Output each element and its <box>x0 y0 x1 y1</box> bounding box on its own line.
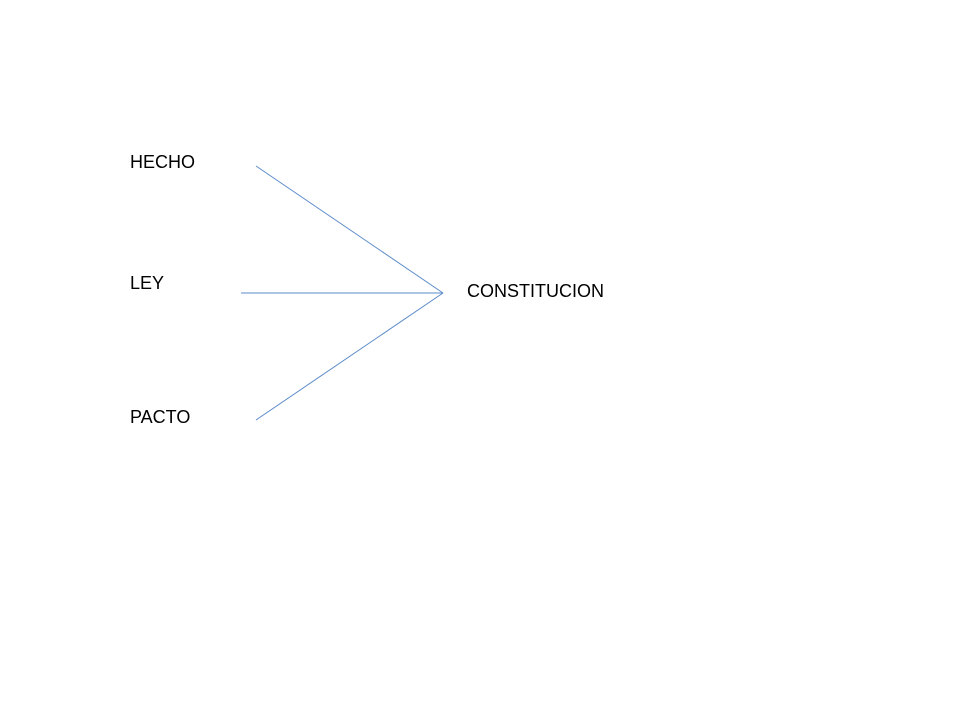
target-label-constitucion: CONSTITUCION <box>467 281 604 301</box>
connector-pacto-to-constitucion <box>255 292 444 421</box>
connector-hecho-to-constitucion <box>255 165 444 294</box>
source-label-ley: LEY <box>130 273 165 293</box>
source-label-hecho: HECHO <box>130 152 196 172</box>
source-label-pacto: PACTO <box>130 407 191 427</box>
